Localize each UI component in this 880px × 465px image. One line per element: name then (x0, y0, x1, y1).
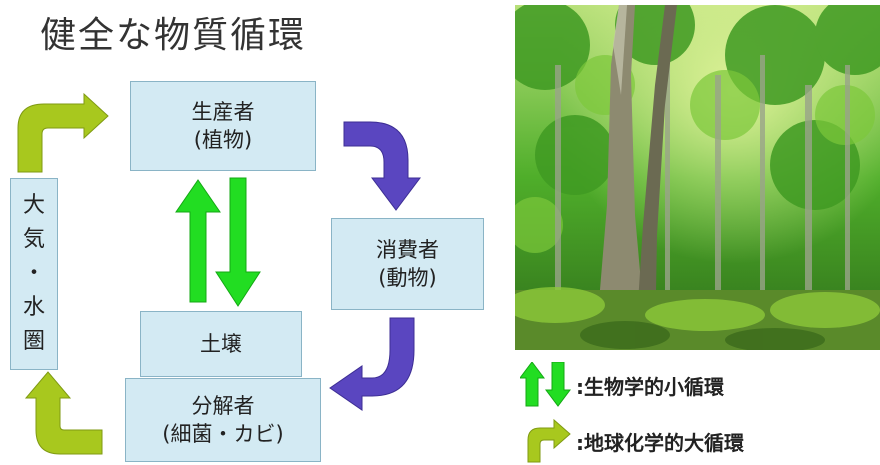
small-cycle-legend-icon (520, 362, 571, 407)
small-cycle-arrow-down (215, 177, 261, 307)
legend-large-cycle-label: :地球化学的大循環 (576, 430, 744, 455)
decomposer-label: 分解者 (191, 393, 255, 418)
soil-label: 土壌 (200, 331, 242, 356)
atmosphere-char: 気 (22, 226, 45, 252)
consumer-label: 消費者 (376, 237, 439, 262)
consumer-box: 消費者 (動物) (331, 218, 484, 310)
small-cycle-arrow-up (175, 179, 221, 303)
atmosphere-char: 水 (22, 295, 45, 321)
atmosphere-char: 大 (22, 192, 45, 218)
atmosphere-char: 圏 (22, 329, 45, 355)
flow-arrow-consumer-decomposer (329, 317, 415, 411)
legend-large-cycle: :地球化学的大循環 (520, 418, 744, 464)
atmosphere-char: ・ (22, 260, 45, 286)
producer-box: 生産者 (植物) (130, 81, 316, 171)
producer-label: 生産者 (191, 99, 255, 124)
decomposer-sublabel: (細菌・カビ) (162, 422, 284, 446)
page-title: 健全な物質循環 (40, 15, 307, 56)
producer-sublabel: (植物) (193, 128, 253, 152)
consumer-sublabel: (動物) (378, 266, 437, 290)
soil-box: 土壌 (140, 311, 302, 377)
legend-small-cycle-label: :生物学的小循環 (576, 374, 724, 399)
atmosphere-label: 大 気 ・ 水 圏 (23, 189, 45, 359)
large-cycle-legend-icon (527, 418, 571, 463)
decomposer-box: 分解者 (細菌・カビ) (125, 378, 321, 462)
large-cycle-arrow-top (17, 92, 109, 173)
forest-photo (515, 5, 880, 350)
large-cycle-arrow-bottom (24, 371, 103, 455)
legend-small-cycle: :生物学的小循環 (520, 362, 724, 408)
flow-arrow-producer-consumer (343, 121, 421, 211)
atmosphere-box: 大 気 ・ 水 圏 (10, 178, 58, 370)
